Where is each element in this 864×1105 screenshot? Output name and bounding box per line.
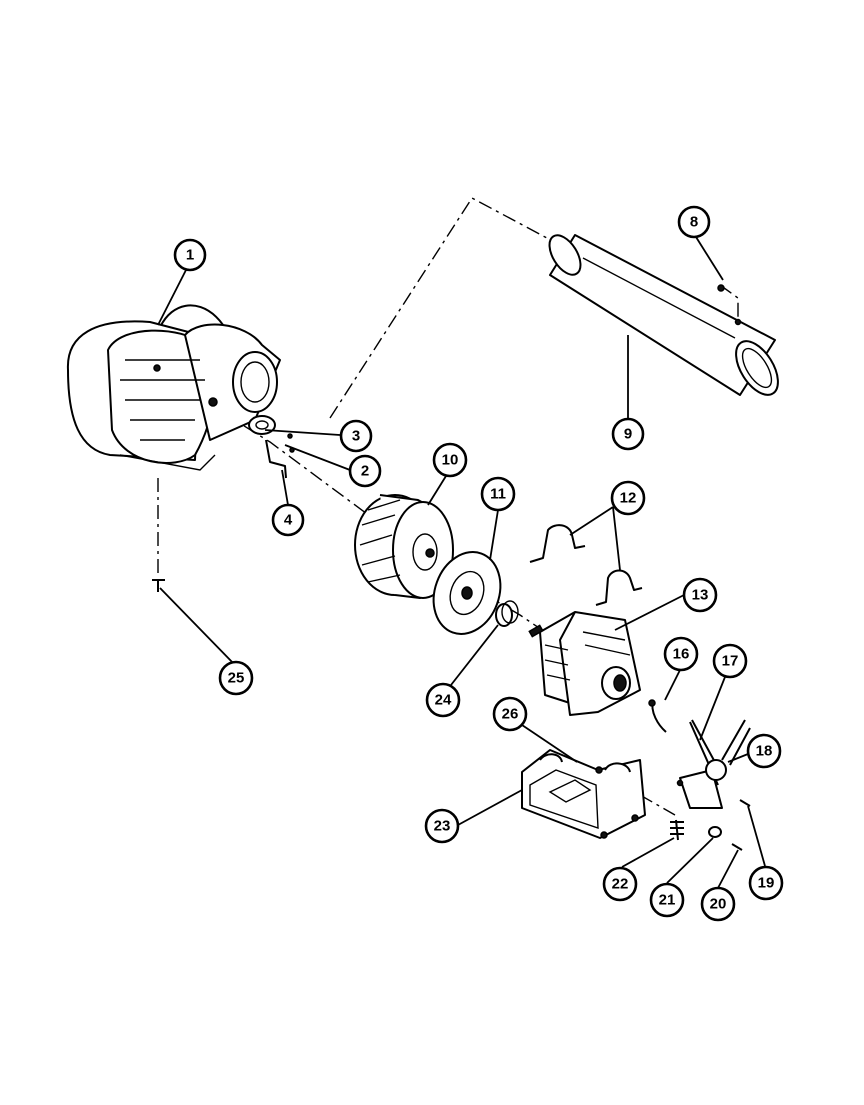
svg-text:9: 9 bbox=[624, 426, 632, 443]
callout-23: 23 bbox=[424, 808, 460, 844]
callout-26: 26 bbox=[492, 696, 528, 732]
leader-lines bbox=[157, 236, 766, 889]
callout-18: 18 bbox=[746, 733, 782, 769]
callout-1: 1 bbox=[173, 238, 207, 272]
svg-text:21: 21 bbox=[659, 892, 676, 909]
blower-wheel bbox=[354, 494, 454, 599]
blower-clamp-parts bbox=[248, 415, 295, 479]
blower-housing bbox=[66, 304, 281, 471]
housing-screw bbox=[152, 579, 165, 592]
callout-20: 20 bbox=[700, 886, 736, 922]
svg-text:19: 19 bbox=[758, 875, 775, 892]
callout-16: 16 bbox=[663, 636, 699, 672]
callout-17: 17 bbox=[712, 643, 748, 679]
callout-2: 2 bbox=[348, 454, 382, 488]
svg-text:12: 12 bbox=[620, 490, 637, 507]
callout-19: 19 bbox=[748, 865, 784, 901]
svg-text:26: 26 bbox=[502, 706, 519, 723]
svg-text:11: 11 bbox=[490, 486, 506, 503]
idler-assembly bbox=[648, 699, 751, 851]
callout-10: 10 bbox=[432, 442, 468, 478]
svg-text:3: 3 bbox=[352, 428, 360, 445]
svg-text:1: 1 bbox=[186, 247, 194, 264]
callout-9: 9 bbox=[611, 417, 645, 451]
svg-text:22: 22 bbox=[612, 876, 629, 893]
callout-8: 8 bbox=[677, 205, 711, 239]
callout-25: 25 bbox=[218, 660, 254, 696]
alignment-lines bbox=[157, 197, 739, 816]
svg-text:18: 18 bbox=[756, 743, 773, 760]
svg-text:13: 13 bbox=[692, 587, 709, 604]
svg-text:8: 8 bbox=[690, 214, 698, 231]
pulley-disc bbox=[432, 551, 519, 635]
callout-13: 13 bbox=[682, 577, 718, 613]
callout-4: 4 bbox=[271, 503, 305, 537]
svg-text:20: 20 bbox=[710, 896, 727, 913]
drive-motor bbox=[528, 611, 641, 716]
exhaust-duct bbox=[548, 234, 779, 396]
callout-11: 11 bbox=[480, 476, 516, 512]
callout-24: 24 bbox=[425, 682, 461, 718]
svg-text:2: 2 bbox=[361, 463, 369, 480]
svg-text:4: 4 bbox=[284, 512, 293, 529]
svg-text:16: 16 bbox=[673, 646, 690, 663]
callout-12: 12 bbox=[610, 480, 646, 516]
svg-text:25: 25 bbox=[228, 670, 245, 687]
callout-3: 3 bbox=[339, 419, 373, 453]
callout-21: 21 bbox=[649, 882, 685, 918]
motor-cradle bbox=[521, 749, 646, 839]
callout-22: 22 bbox=[602, 866, 638, 902]
svg-text:23: 23 bbox=[434, 818, 451, 835]
svg-text:10: 10 bbox=[442, 452, 459, 469]
svg-text:17: 17 bbox=[722, 653, 739, 670]
motor-clips bbox=[529, 524, 643, 606]
svg-text:24: 24 bbox=[435, 692, 452, 709]
